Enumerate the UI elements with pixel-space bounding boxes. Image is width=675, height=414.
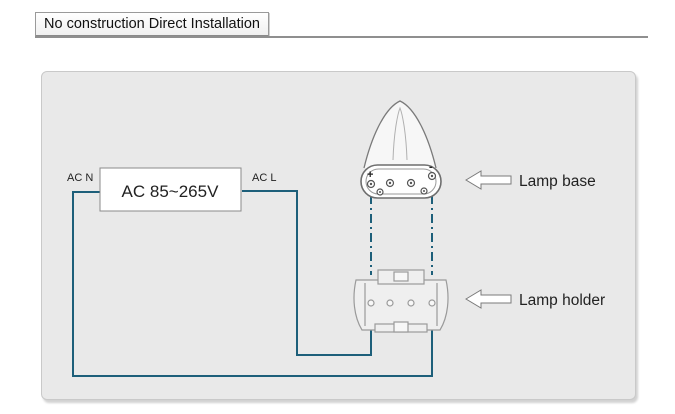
wires bbox=[72, 190, 433, 377]
socket-3 bbox=[407, 299, 415, 307]
lamp-holder-top-tab bbox=[393, 271, 409, 282]
lamp-holder-label: Lamp holder bbox=[519, 292, 605, 309]
live-wire bbox=[242, 190, 372, 356]
lamp-holder-body bbox=[353, 279, 449, 331]
lamp-base-handle bbox=[363, 100, 437, 169]
pin-center-5 bbox=[379, 191, 381, 193]
lamp-holder-sockets bbox=[367, 299, 436, 307]
socket-4 bbox=[428, 299, 436, 307]
header-divider bbox=[35, 36, 648, 38]
diagram-panel bbox=[41, 71, 636, 400]
lamp-holder-arrow bbox=[465, 289, 512, 309]
driver-label: AC 85~265V bbox=[122, 182, 220, 201]
neutral-wire bbox=[72, 191, 433, 377]
socket-2 bbox=[386, 299, 394, 307]
pin-center-4 bbox=[430, 174, 434, 178]
minus-sign: - bbox=[429, 161, 433, 173]
lamp-base: + - bbox=[360, 100, 442, 199]
lamp-base-handle-inner bbox=[392, 106, 408, 161]
lamp-holder bbox=[353, 269, 449, 333]
pin-center-6 bbox=[423, 190, 425, 192]
pin-center-3 bbox=[409, 181, 413, 185]
lamp-base-face bbox=[365, 168, 437, 195]
lamp-base-arrow bbox=[465, 170, 512, 190]
socket-1 bbox=[367, 299, 375, 307]
lamp-base-pin-centers bbox=[369, 174, 434, 193]
lamp-holder-bottom-tab bbox=[393, 321, 409, 333]
lamp-base-label: Lamp base bbox=[519, 173, 596, 190]
pin-center-1 bbox=[369, 182, 373, 186]
ac-l-label: AC L bbox=[252, 172, 276, 184]
section-title-tab: No construction Direct Installation bbox=[35, 12, 269, 37]
ac-n-label: AC N bbox=[67, 172, 93, 184]
driver-box bbox=[99, 167, 242, 212]
section-title: No construction Direct Installation bbox=[44, 16, 260, 32]
plus-sign: + bbox=[367, 169, 373, 181]
pin-center-2 bbox=[388, 181, 392, 185]
